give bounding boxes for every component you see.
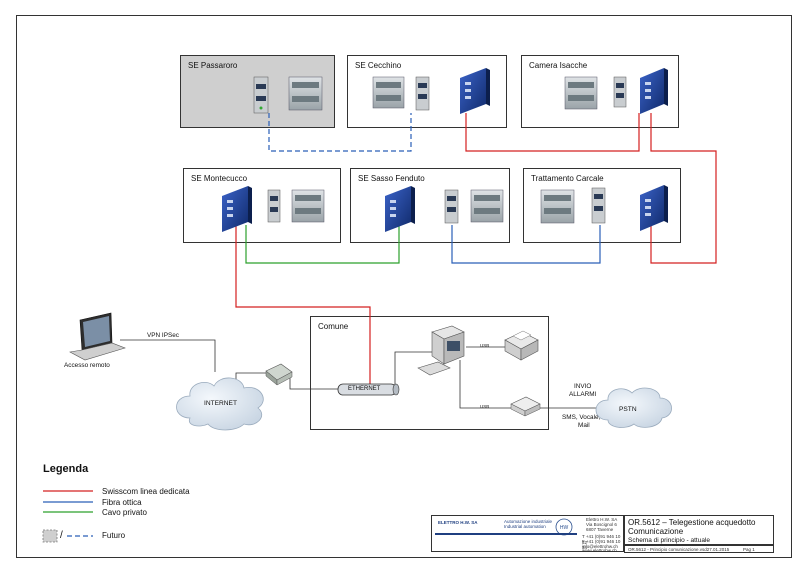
- legend-swatch-future-box: [42, 529, 58, 543]
- media-converter-icon: [253, 76, 269, 114]
- company-logo-icon: HW: [555, 518, 573, 536]
- legend-item-fiber: Fibra ottica: [102, 498, 142, 507]
- label-internet: INTERNET: [204, 400, 237, 407]
- label-vpn: VPN IPSec: [147, 332, 179, 339]
- legend-item-private: Cavo privato: [102, 508, 147, 517]
- network-switch-icon: [640, 185, 668, 231]
- legend-item-leased: Swisscom linea dedicata: [102, 487, 190, 496]
- label-mail: Mail: [578, 422, 590, 429]
- internet-cloud-icon: [176, 377, 264, 431]
- label-allarmi: ALLARMI: [569, 391, 597, 398]
- media-converter-icon: [415, 76, 430, 111]
- legend-item-future: Futuro: [102, 531, 126, 540]
- label-sms: SMS, Vocale,: [562, 414, 601, 421]
- label-pstn: PSTN: [619, 406, 637, 413]
- network-switch-icon: [385, 186, 415, 232]
- plc-icon: [372, 76, 405, 109]
- ethernet-bus: [337, 383, 400, 396]
- router-icon: [265, 363, 293, 386]
- future-link: [268, 113, 412, 152]
- leased-line-cecchino-isacche: [465, 113, 640, 152]
- network-switch-icon: [460, 68, 490, 114]
- computer-icon: [417, 325, 465, 376]
- plc-icon: [540, 189, 575, 224]
- leased-line-isacche-trattamento: [650, 113, 717, 264]
- private-cable-link: [245, 225, 400, 264]
- legend-title: Legenda: [43, 463, 89, 475]
- label-usb-printer: USB: [480, 343, 490, 348]
- printer-icon: [504, 330, 539, 361]
- svg-text:HW: HW: [560, 525, 569, 531]
- legend-future-slash: /: [60, 530, 63, 541]
- plc-icon: [564, 76, 598, 110]
- network-switch-icon: [640, 68, 668, 114]
- label-remote-access: Accesso remoto: [64, 362, 110, 369]
- plc-icon: [291, 189, 325, 223]
- media-converter-icon: [591, 187, 606, 224]
- network-switch-icon: [222, 186, 252, 232]
- media-converter-icon: [267, 189, 281, 223]
- label-ethernet: ETHERNET: [348, 386, 381, 392]
- label-usb-modem: USB: [480, 404, 490, 409]
- leased-line-montecucco-comune: [235, 225, 371, 385]
- fiber-link: [451, 225, 601, 264]
- media-converter-icon: [613, 76, 627, 108]
- media-converter-icon: [444, 189, 459, 224]
- plc-icon: [288, 76, 323, 111]
- laptop-icon: [69, 312, 126, 361]
- plc-icon: [470, 189, 504, 223]
- pstn-cloud-icon: [595, 387, 672, 428]
- label-invio: INVIO: [574, 383, 592, 390]
- modem-icon: [510, 396, 541, 417]
